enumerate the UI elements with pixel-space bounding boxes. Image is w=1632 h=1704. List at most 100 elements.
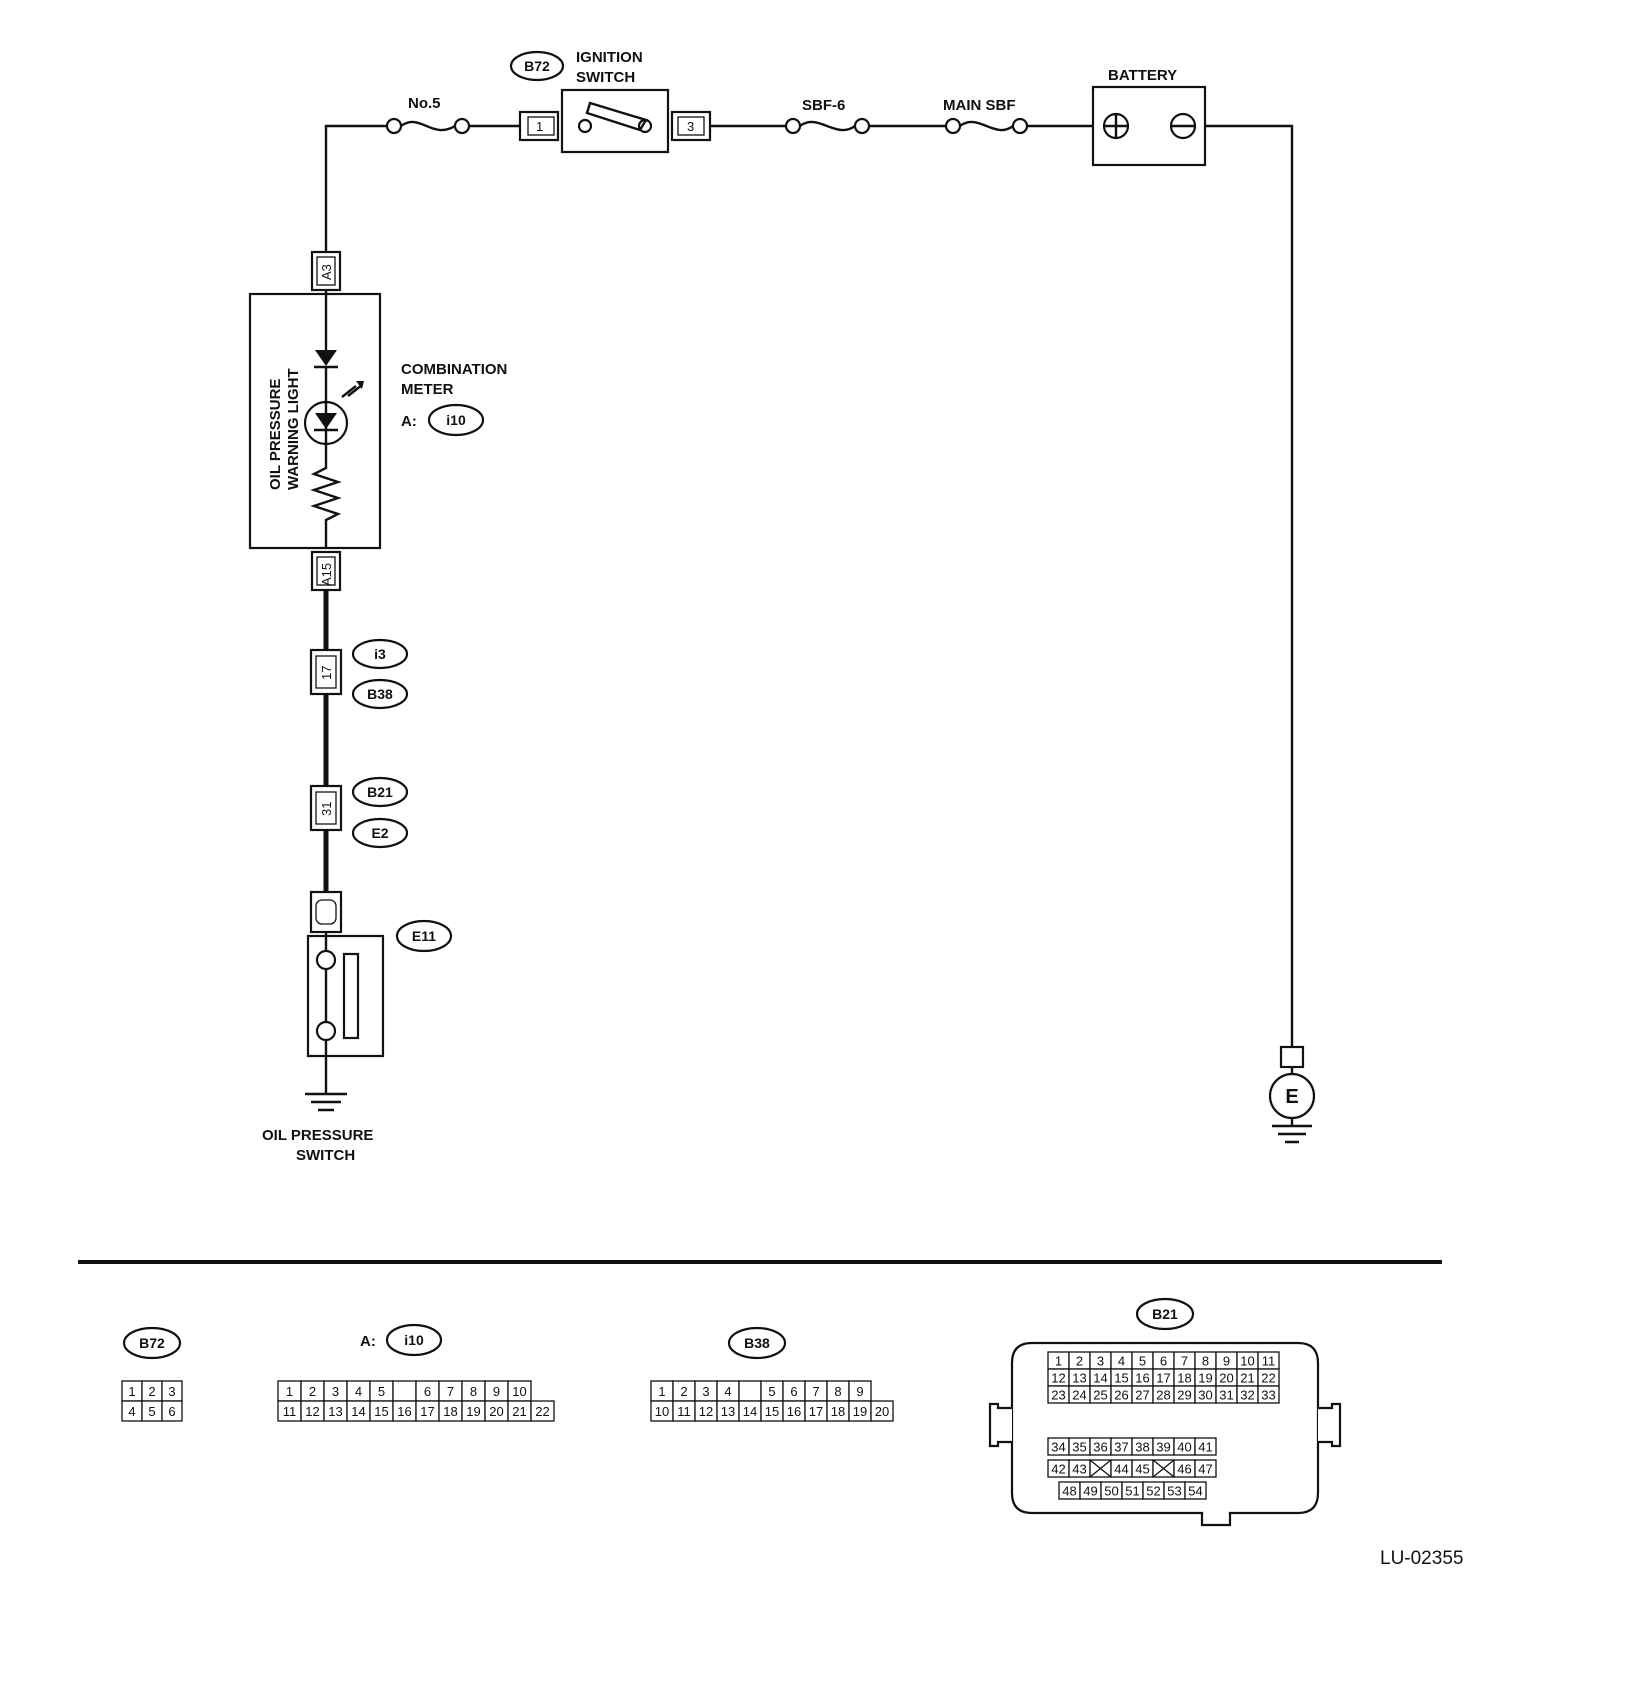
pin-number: 45 [1135, 1462, 1149, 1477]
svg-text:B72: B72 [524, 58, 550, 74]
pin-number: 32 [1240, 1388, 1254, 1403]
pin-number: 51 [1125, 1484, 1139, 1499]
pin-number: 9 [493, 1384, 500, 1399]
svg-text:B21: B21 [367, 784, 393, 800]
pin-number: 1 [1055, 1354, 1062, 1369]
pin-number: 38 [1135, 1440, 1149, 1455]
svg-text:i3: i3 [374, 646, 386, 662]
svg-text:31: 31 [319, 802, 334, 816]
pin-number: 11 [283, 1404, 297, 1419]
pin-number: 20 [1219, 1371, 1233, 1386]
pin-number: 4 [1118, 1354, 1125, 1369]
pin-number: 16 [397, 1404, 411, 1419]
pin-number: 21 [1240, 1371, 1254, 1386]
pin-number: 4 [128, 1404, 135, 1419]
pin-number: 5 [1139, 1354, 1146, 1369]
pin-number: 39 [1156, 1440, 1170, 1455]
warning-light-label-2: WARNING LIGHT [285, 368, 302, 490]
pin-cell [1194, 1459, 1217, 1478]
combination-meter-label-1: COMBINATION [401, 361, 507, 378]
pin-number: 12 [305, 1404, 319, 1419]
svg-text:B72: B72 [139, 1335, 165, 1351]
pin-number: 7 [812, 1384, 819, 1399]
pin-number: 19 [466, 1404, 480, 1419]
svg-text:B38: B38 [744, 1335, 770, 1351]
pin-number: 10 [512, 1384, 526, 1399]
svg-text:17: 17 [319, 666, 334, 680]
pin-number: 36 [1093, 1440, 1107, 1455]
connector-31: 31 [309, 784, 343, 832]
ground-e: E [1268, 1045, 1316, 1144]
pin-number: 22 [535, 1404, 549, 1419]
b38-badge: B38 [351, 678, 409, 710]
pin-number: 42 [1051, 1462, 1065, 1477]
ign-pin-1: 1 [536, 119, 543, 134]
pin-number: 18 [443, 1404, 457, 1419]
pin-number: 25 [1093, 1388, 1107, 1403]
pin-number: 31 [1219, 1388, 1233, 1403]
pin-number: 48 [1062, 1484, 1076, 1499]
pin-number: 17 [809, 1404, 823, 1419]
pin-number: 2 [148, 1384, 155, 1399]
i10-view-badge: i10 [385, 1323, 443, 1357]
pin-cell [530, 1400, 555, 1422]
pin-number: 14 [743, 1404, 757, 1419]
pin-number: 16 [1135, 1371, 1149, 1386]
i3-badge: i3 [351, 638, 409, 670]
pin-number: 21 [512, 1404, 526, 1419]
pin-number: 5 [378, 1384, 385, 1399]
pin-number: 3 [702, 1384, 709, 1399]
pin-number: 17 [1156, 1371, 1170, 1386]
pin-number: 18 [1177, 1371, 1191, 1386]
oil-pressure-switch-label-2: SWITCH [296, 1147, 355, 1164]
pin-number: 13 [328, 1404, 342, 1419]
main-sbf-label: MAIN SBF [943, 97, 1016, 114]
pin-number: 2 [309, 1384, 316, 1399]
pin-number: 46 [1177, 1462, 1191, 1477]
pin-number: 2 [680, 1384, 687, 1399]
pin-number: 11 [1262, 1354, 1276, 1369]
pin-cell [392, 1380, 417, 1402]
svg-text:i10: i10 [446, 412, 466, 428]
pin-number: 49 [1083, 1484, 1097, 1499]
pin-number: 1 [128, 1384, 135, 1399]
meter-pin-a15: A15 [319, 563, 334, 586]
pin-number: 6 [1160, 1354, 1167, 1369]
ground-e-label: E [1285, 1086, 1298, 1108]
pin-number: 37 [1114, 1440, 1128, 1455]
pin-number: 2 [1076, 1354, 1083, 1369]
warning-light-label-1: OIL PRESSURE [267, 379, 284, 490]
pin-number: 54 [1188, 1484, 1202, 1499]
pin-number: 10 [655, 1404, 669, 1419]
pin-number: 6 [790, 1384, 797, 1399]
pin-number: 34 [1051, 1440, 1065, 1455]
pin-number: 12 [699, 1404, 713, 1419]
e2-badge: E2 [351, 817, 409, 849]
pin-number: 24 [1072, 1388, 1086, 1403]
pin-number: 30 [1198, 1388, 1212, 1403]
pin-number: 20 [875, 1404, 889, 1419]
pin-cell [738, 1380, 762, 1402]
pin-number: 15 [765, 1404, 779, 1419]
pin-number: 44 [1114, 1462, 1128, 1477]
pin-number: 11 [677, 1404, 691, 1419]
battery-label: BATTERY [1108, 67, 1177, 84]
connector-17: 17 [309, 648, 343, 696]
ign-pin-3: 3 [687, 119, 694, 134]
pin-number: 33 [1261, 1388, 1275, 1403]
pin-number: 29 [1177, 1388, 1191, 1403]
pin-number: 40 [1177, 1440, 1191, 1455]
pin-number: 50 [1104, 1484, 1118, 1499]
pin-number: 3 [1097, 1354, 1104, 1369]
svg-text:E11: E11 [412, 928, 436, 944]
pin-number: 20 [489, 1404, 503, 1419]
ignition-switch-label-2: SWITCH [576, 69, 635, 86]
pin-number: 47 [1198, 1462, 1212, 1477]
b72-badge: B72 [509, 50, 565, 82]
combination-meter-prefix: A: [401, 413, 417, 430]
pin-cell [1194, 1437, 1217, 1456]
